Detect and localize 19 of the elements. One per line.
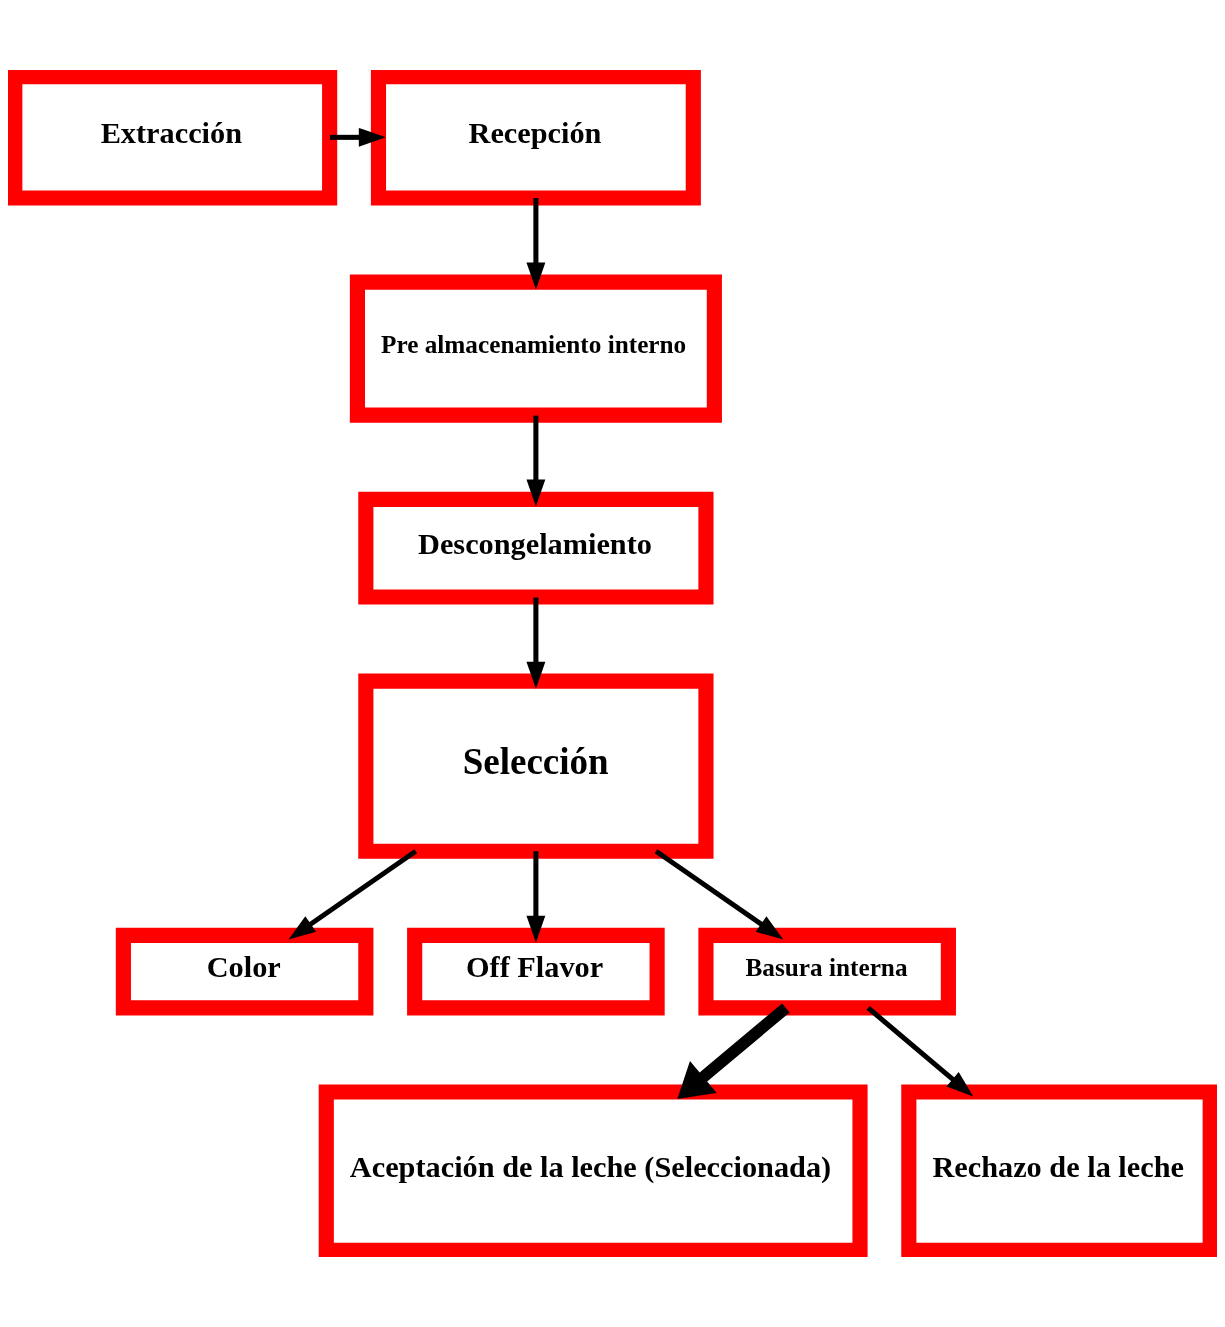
arrow: [526, 415, 546, 507]
node-box: Color: [115, 927, 374, 1016]
arrow: [866, 1006, 974, 1097]
arrow: [526, 198, 546, 290]
arrow: [526, 851, 546, 943]
arrow: [288, 849, 418, 940]
node-box: Selección: [358, 673, 714, 859]
node-box: Descongelamiento: [358, 491, 714, 605]
node-box: Rechazo de la leche: [901, 1084, 1217, 1257]
node-box: Off Flavor: [407, 927, 665, 1016]
node-box: Extracción: [8, 70, 338, 206]
arrow: [677, 1003, 790, 1099]
node-box: Aceptación de la leche (Seleccionada): [318, 1084, 868, 1257]
arrow: [526, 597, 546, 689]
node-box: Pre almacenamiento interno: [349, 274, 722, 423]
node-box: Basura interna: [698, 927, 956, 1016]
arrow: [329, 127, 386, 147]
node-box: Recepción: [370, 70, 701, 206]
arrow: [654, 849, 784, 940]
